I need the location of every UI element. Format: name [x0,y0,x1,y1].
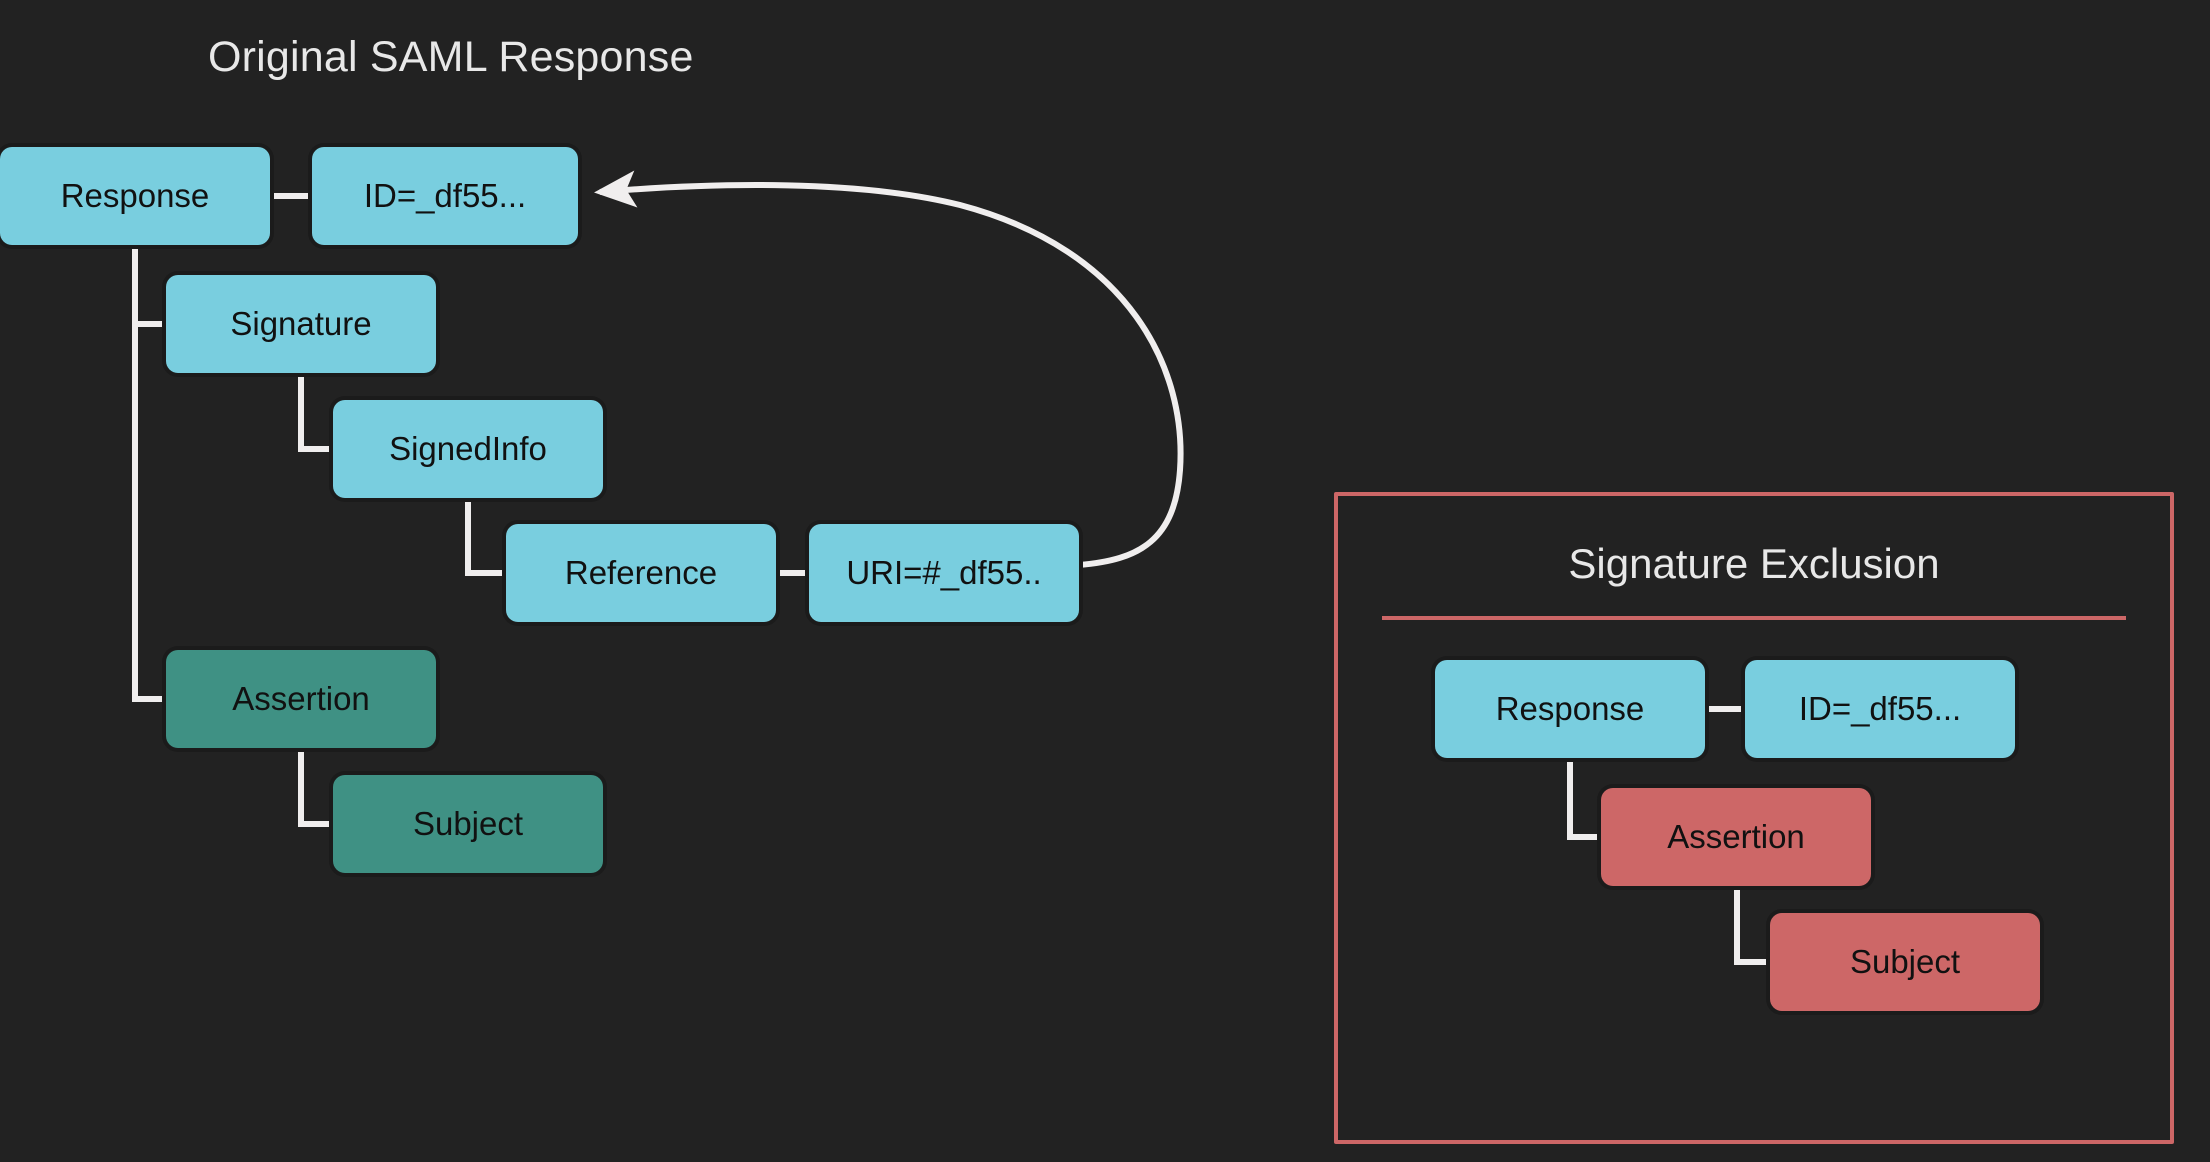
node-label: Subject [412,805,524,842]
panel-title: Signature Exclusion [1568,540,1940,587]
node-label: Reference [564,554,718,591]
node-label: ID=_df55... [1798,690,1962,727]
signature-exclusion-panel [1334,492,2174,1144]
node-label: Subject [1849,943,1961,980]
edge-response-signature [132,245,166,327]
node-label: URI=#_df55.. [846,554,1042,591]
node-label: ID=_df55... [363,177,527,214]
node-id-attribute-exclusion[interactable]: ID=_df55... [1745,660,2015,758]
node-uri-attribute[interactable]: URI=#_df55.. [809,524,1079,622]
left-diagram-title: Original SAML Response [208,33,694,81]
node-assertion-exclusion[interactable]: Assertion [1601,788,1871,886]
node-label: Response [1495,690,1645,727]
edge-signature-signedinfo [298,373,333,452]
node-subject[interactable]: Subject [333,775,603,873]
node-reference[interactable]: Reference [506,524,776,622]
node-label: SignedInfo [389,430,547,467]
node-assertion[interactable]: Assertion [166,650,436,748]
node-signedinfo[interactable]: SignedInfo [333,400,603,498]
node-response-exclusion[interactable]: Response [1435,660,1705,758]
node-label: Assertion [1667,818,1805,855]
node-label: Signature [230,305,372,342]
node-id-attribute[interactable]: ID=_df55... [312,147,578,245]
node-signature[interactable]: Signature [166,275,436,373]
edge-assertion-subject [298,748,333,827]
edge-signedinfo-reference [465,498,506,576]
node-response[interactable]: Response [0,147,270,245]
panel-divider [1382,616,2126,620]
node-label: Assertion [232,680,370,717]
edge-response-assertion [132,245,166,702]
uri-to-id-reference-arrow [594,170,1184,568]
node-label: Response [60,177,210,214]
node-subject-exclusion[interactable]: Subject [1770,913,2040,1011]
